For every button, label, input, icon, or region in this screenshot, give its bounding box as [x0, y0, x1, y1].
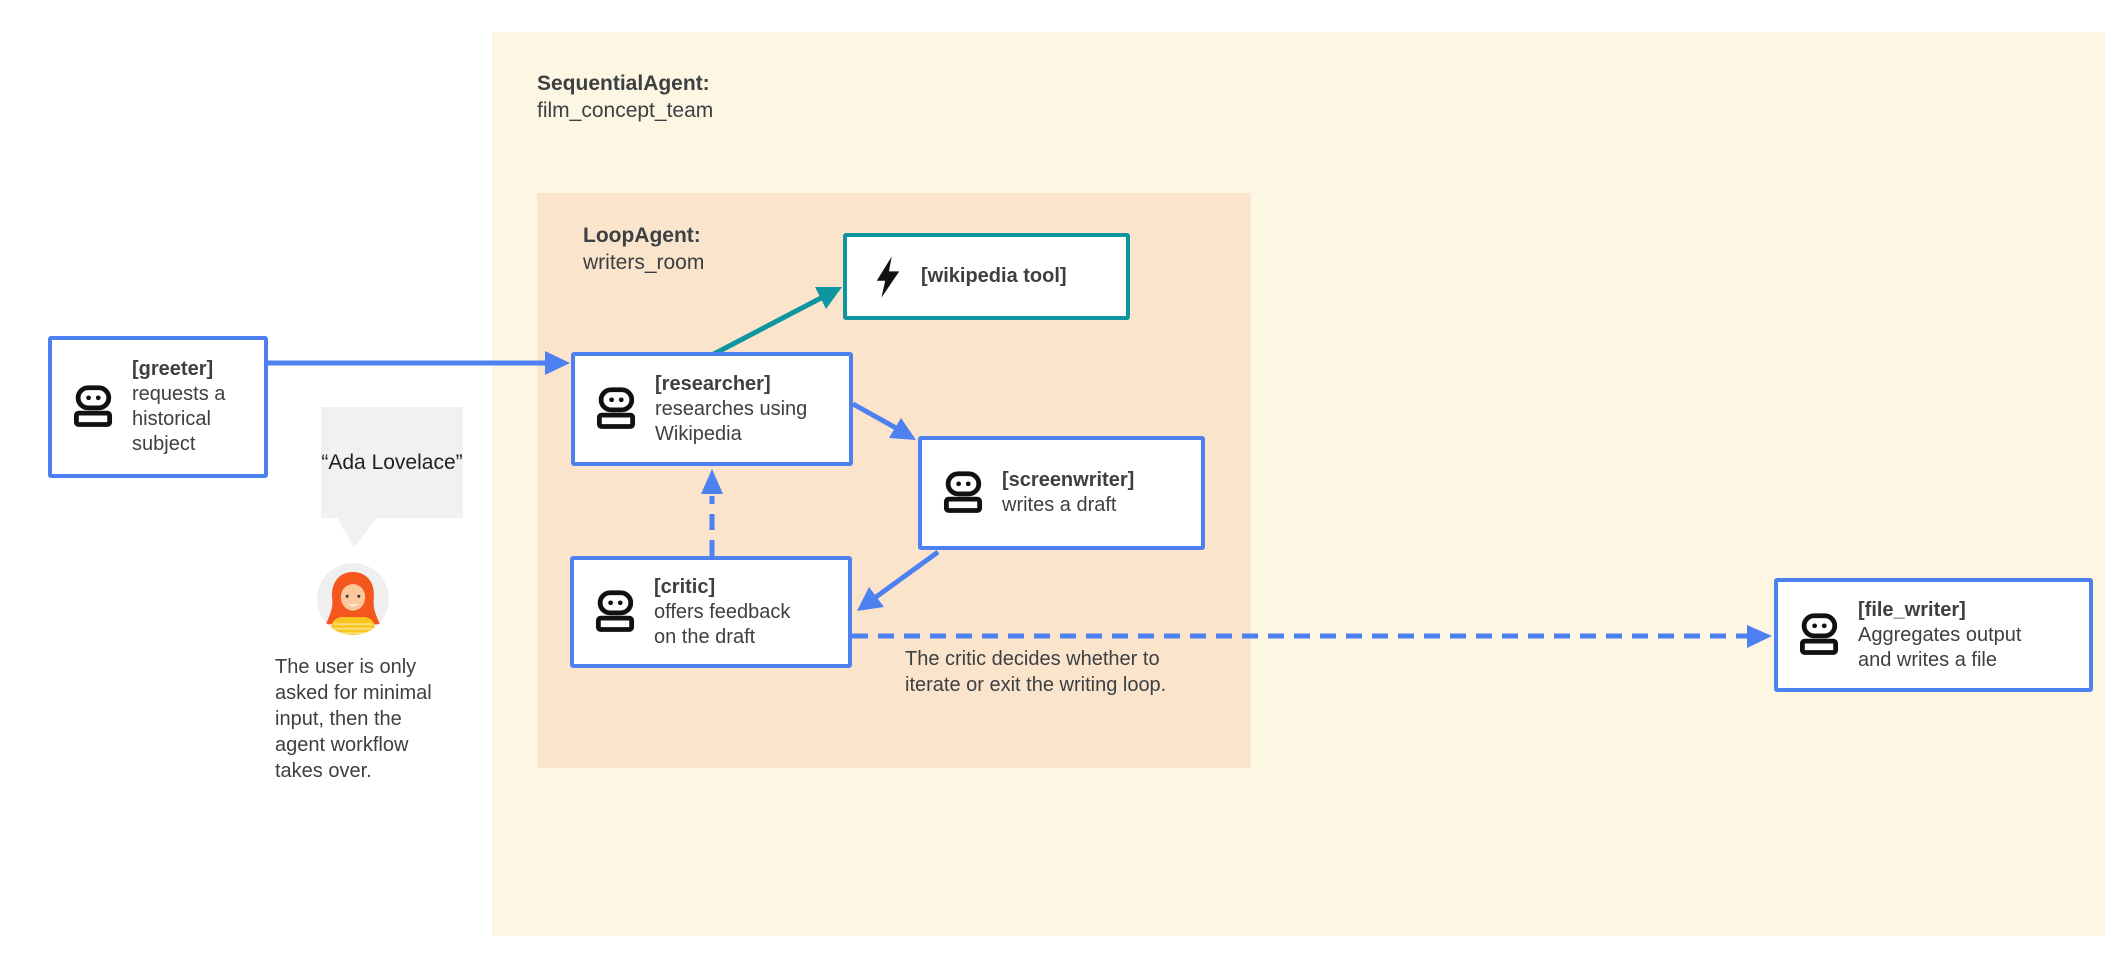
node-file-writer-text: [file_writer] Aggregates output and writ…	[1858, 598, 2040, 673]
sequential-agent-subtitle: film_concept_team	[537, 99, 714, 122]
node-greeter-text: [greeter] requests a historical subject	[132, 357, 254, 457]
robot-icon	[594, 590, 636, 634]
node-greeter-description: requests a historical subject	[132, 383, 226, 455]
node-critic: [critic] offers feedback on the draft	[570, 556, 852, 668]
speech-bubble-tail	[337, 517, 377, 548]
user-avatar	[317, 563, 389, 635]
robot-icon	[595, 387, 637, 431]
robot-icon	[942, 471, 984, 515]
node-file-writer: [file_writer] Aggregates output and writ…	[1774, 578, 2093, 692]
node-critic-description: offers feedback on the draft	[654, 600, 791, 648]
node-file-writer-name: [file_writer]	[1858, 598, 1966, 621]
critic-note: The critic decides whether to iterate or…	[905, 648, 1167, 696]
node-screenwriter: [screenwriter] writes a draft	[918, 436, 1205, 550]
loop-agent-subtitle: writers_room	[583, 251, 705, 274]
node-researcher-description: researches using Wikipedia	[655, 397, 808, 445]
node-file-writer-description: Aggregates output and writes a file	[1858, 623, 2022, 671]
node-wikipedia-tool-name: [wikipedia tool]	[921, 265, 1067, 287]
sequential-agent-title: SequentialAgent:	[537, 72, 710, 95]
node-critic-text: [critic] offers feedback on the draft	[654, 575, 816, 650]
node-researcher-text: [researcher] researches using Wikipedia	[655, 372, 831, 447]
robot-icon	[72, 385, 114, 429]
node-screenwriter-name: [screenwriter]	[1002, 469, 1135, 491]
node-critic-name: [critic]	[654, 575, 716, 598]
node-researcher-name: [researcher]	[655, 372, 771, 395]
user-quote-text: “Ada Lovelace”	[321, 451, 463, 474]
loop-agent-label: LoopAgent: writers_room	[583, 222, 704, 276]
node-wikipedia-tool: [wikipedia tool]	[843, 233, 1130, 320]
user-note: The user is only asked for minimal input…	[275, 656, 432, 782]
node-researcher: [researcher] researches using Wikipedia	[571, 352, 853, 466]
robot-icon	[1798, 613, 1840, 657]
node-screenwriter-text: [screenwriter] writes a draft	[1002, 468, 1182, 518]
sequential-agent-label: SequentialAgent: film_concept_team	[537, 70, 713, 124]
node-greeter: [greeter] requests a historical subject	[48, 336, 268, 478]
node-wikipedia-tool-text: [wikipedia tool]	[921, 264, 1067, 289]
node-screenwriter-description: writes a draft	[1002, 494, 1117, 516]
user-quote-bubble: “Ada Lovelace”	[321, 407, 463, 518]
loop-agent-title: LoopAgent:	[583, 224, 701, 247]
node-greeter-name: [greeter]	[132, 358, 214, 380]
lightning-bolt-icon	[873, 256, 903, 298]
